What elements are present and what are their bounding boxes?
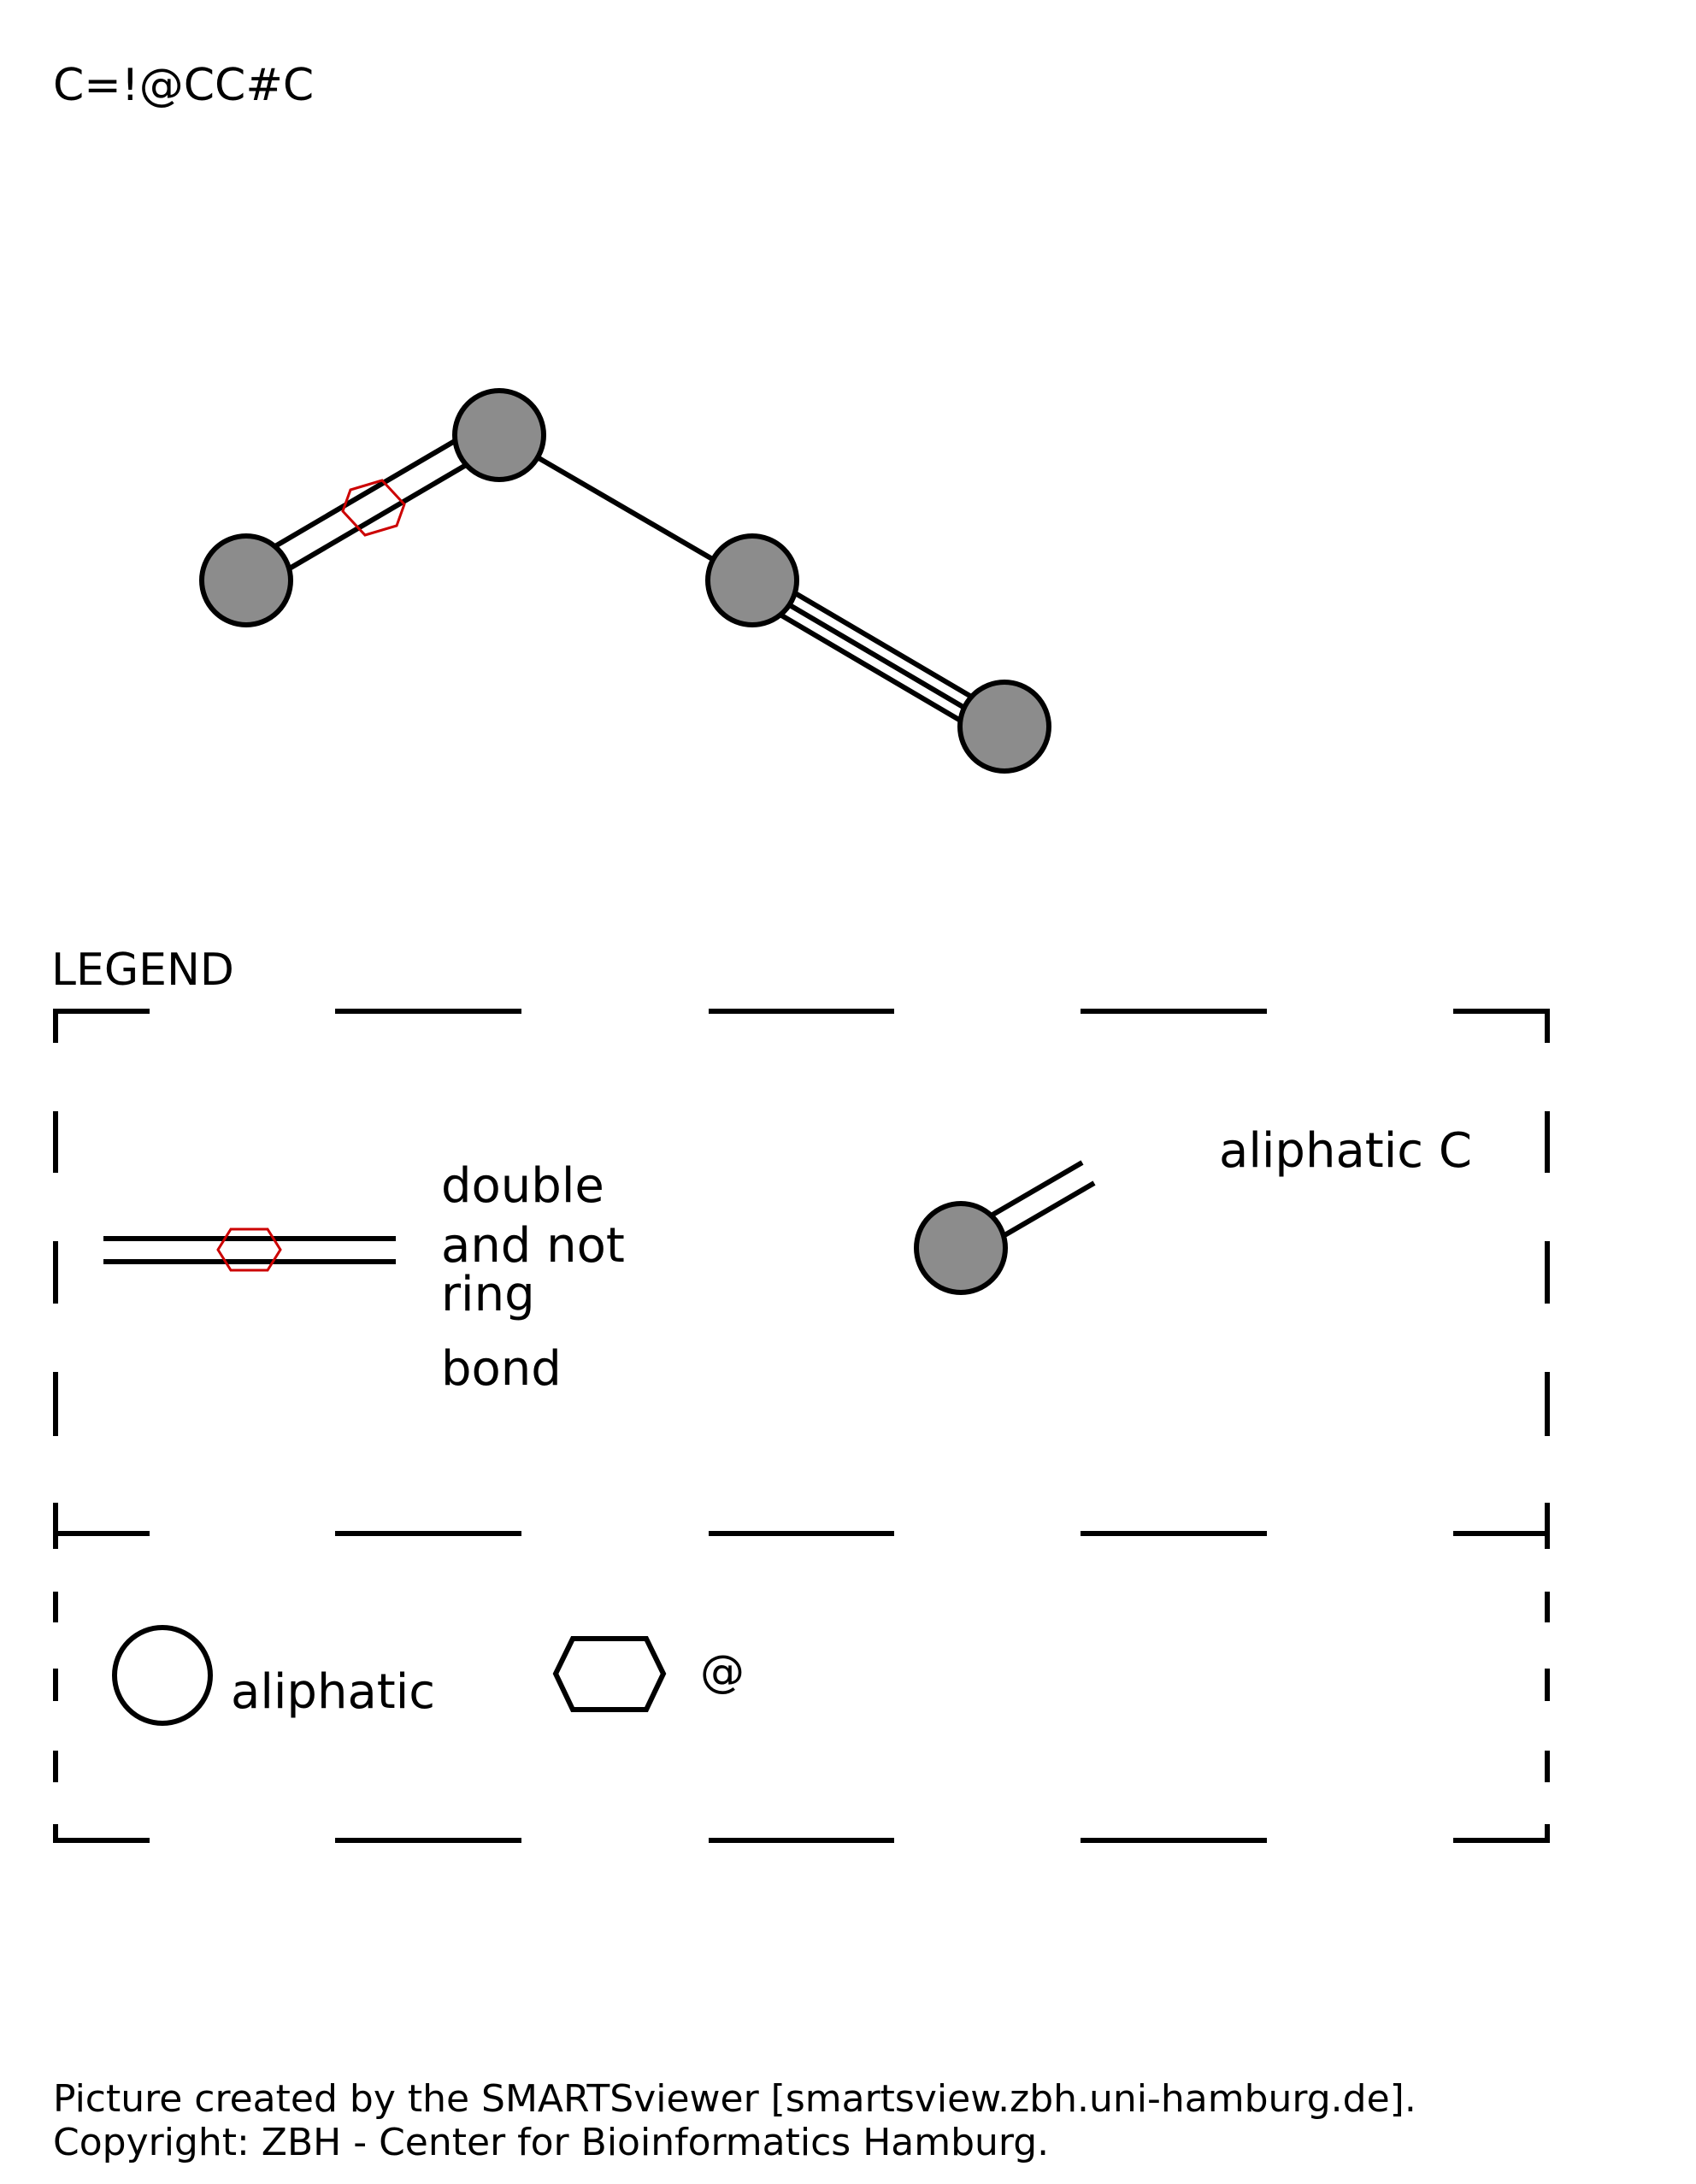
aliphatic-carbon-atom: [957, 680, 1051, 774]
legend-bond-label-line: and not: [441, 1218, 625, 1274]
not-ring-bond-marker: [216, 1227, 282, 1272]
legend-bond-label-line: ring: [441, 1267, 535, 1322]
double-bond: [238, 421, 498, 592]
legend-atom-label: aliphatic C: [1219, 1123, 1472, 1179]
aliphatic-carbon-atom: [199, 533, 293, 627]
ring-hexagon-shape: [552, 1636, 667, 1712]
molecule: [199, 388, 1051, 774]
legend-bond-label: double and not ring bond: [441, 1158, 640, 1397]
smarts-string: C=!@CC#C: [53, 60, 314, 111]
legend-frame: [53, 1009, 1550, 1843]
legend-title: LEGEND: [51, 945, 234, 996]
legend-bond-symbol: [103, 1227, 396, 1272]
legend-atom-symbol: [914, 1160, 1096, 1295]
aliphatic-shape-circle: [112, 1625, 213, 1726]
footer-created-by: Picture created by the SMARTSviewer [sma…: [53, 2077, 1416, 2121]
legend-bond-label-line: double: [441, 1158, 604, 1214]
aliphatic-carbon-atom: [914, 1201, 1008, 1295]
single-bond: [498, 433, 752, 584]
not-ring-bond-marker: [341, 479, 406, 537]
aliphatic-carbon-atom: [452, 388, 546, 482]
legend-aliphatic-label: aliphatic: [231, 1664, 435, 1720]
aliphatic-carbon-atom: [705, 533, 799, 627]
legend-bond-label-line: bond: [441, 1341, 562, 1397]
footer-copyright: Copyright: ZBH - Center for Bioinformati…: [53, 2121, 1049, 2164]
legend-ring-label: @: [700, 1646, 745, 1698]
